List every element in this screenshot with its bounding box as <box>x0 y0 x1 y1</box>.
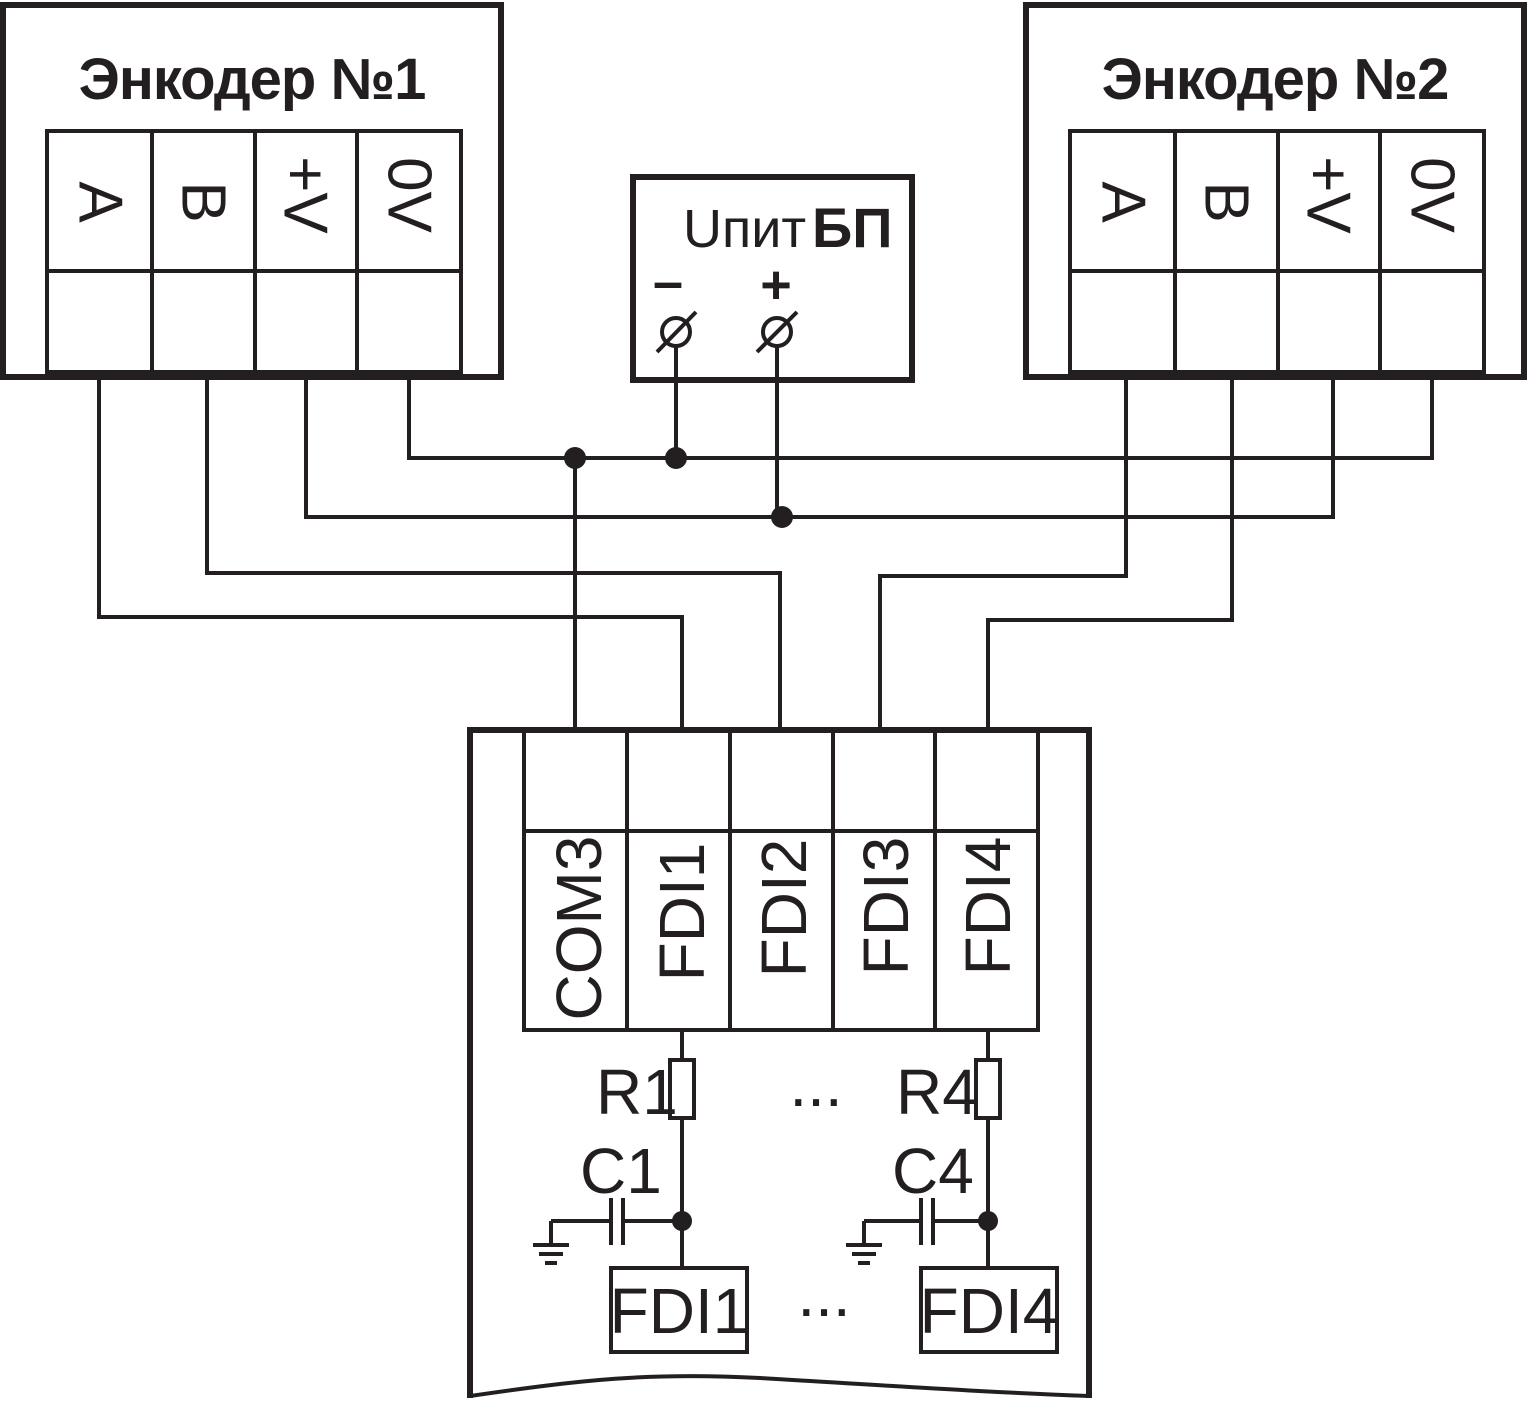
encoder-2-terminal-plus-v: +V <box>1294 156 1363 234</box>
input-circuit-4: R4 C4 FDI4 <box>846 1030 1059 1354</box>
wire-plus-v-bus <box>304 377 1335 519</box>
controller-terminal-block: COM3 FDI1 FDI2 FDI3 FDI4 <box>522 728 1040 1032</box>
encoder-1-housing <box>0 2 504 380</box>
terminal-fdi4-label: FDI4 <box>952 837 1024 976</box>
power-supply-plus-sign: + <box>760 255 792 315</box>
wire-enc2-b-fdi4 <box>986 377 1234 730</box>
input-fdi4-label: FDI4 <box>920 1275 1059 1347</box>
encoder-2-housing <box>1023 2 1527 380</box>
capacitor-c4-label: C4 <box>892 1135 974 1207</box>
power-supply-voltage-label: Uпит <box>683 199 806 259</box>
power-supply-housing <box>630 174 915 383</box>
encoder-2-terminal-block: A B +V 0V <box>1068 129 1486 374</box>
input-circuit-1: R1 C1 FDI1 <box>533 1030 749 1354</box>
power-supply-minus-sign: – <box>653 252 683 312</box>
input-fdi1-label: FDI1 <box>610 1275 749 1347</box>
encoder-2-terminal-a: A <box>1089 181 1158 223</box>
junction-psu-minus <box>665 447 687 469</box>
wire-0v-bus <box>407 377 1434 460</box>
encoder-1: Энкодер №1 A B +V 0V <box>0 2 504 380</box>
power-supply-name: БП <box>812 196 893 259</box>
capacitor-c1-label: C1 <box>580 1135 662 1207</box>
encoder-1-terminal-plus-v: +V <box>271 156 340 234</box>
input-fdi1-box <box>609 1266 749 1354</box>
controller-terminal-frame <box>522 728 1040 1032</box>
wire-enc2-a-fdi3 <box>878 377 1128 730</box>
resistor-r1-label: R1 <box>596 1056 678 1128</box>
encoder-1-terminal-a: A <box>66 181 135 223</box>
wire-enc1-a-fdi1 <box>97 377 684 730</box>
ground-icon <box>846 1221 882 1265</box>
terminal-com3-label: COM3 <box>543 836 615 1021</box>
encoder-2-terminal-b: B <box>1192 181 1261 222</box>
capacitor-c4-icon <box>919 1198 935 1245</box>
junction-psu-plus <box>771 506 793 528</box>
resistor-r4-icon <box>974 1058 1002 1120</box>
input-fdi4-box <box>919 1266 1059 1354</box>
encoder-1-title: Энкодер №1 <box>79 47 426 112</box>
wire-enc1-b-fdi2 <box>205 377 782 730</box>
encoder-1-terminal-b: B <box>169 181 238 222</box>
power-supply: Uпит БП – + <box>630 174 915 383</box>
encoder-1-terminal-block: A B +V 0V <box>45 129 463 374</box>
resistor-r4-label: R4 <box>896 1056 978 1128</box>
capacitor-c1-icon <box>609 1198 625 1245</box>
ellipsis-inputs: ... <box>797 1258 850 1330</box>
junction-com3-0v <box>564 447 586 469</box>
terminal-fdi3-label: FDI3 <box>850 837 922 976</box>
controller-module-break-line <box>469 1374 1090 1398</box>
terminal-fdi1-label: FDI1 <box>646 843 718 982</box>
encoder-2-title: Энкодер №2 <box>1102 47 1449 112</box>
encoder-1-terminal-0v: 0V <box>375 157 444 233</box>
encoder-2-terminal-0v: 0V <box>1398 157 1467 233</box>
encoder-2: Энкодер №2 A B +V 0V <box>1023 2 1527 380</box>
controller-module: COM3 FDI1 FDI2 FDI3 FDI4 R1 <box>467 727 1092 1398</box>
ground-icon <box>533 1221 569 1265</box>
ellipsis-resistors: ... <box>789 1048 842 1120</box>
wiring <box>97 346 1434 730</box>
terminal-fdi2-label: FDI2 <box>748 839 820 978</box>
